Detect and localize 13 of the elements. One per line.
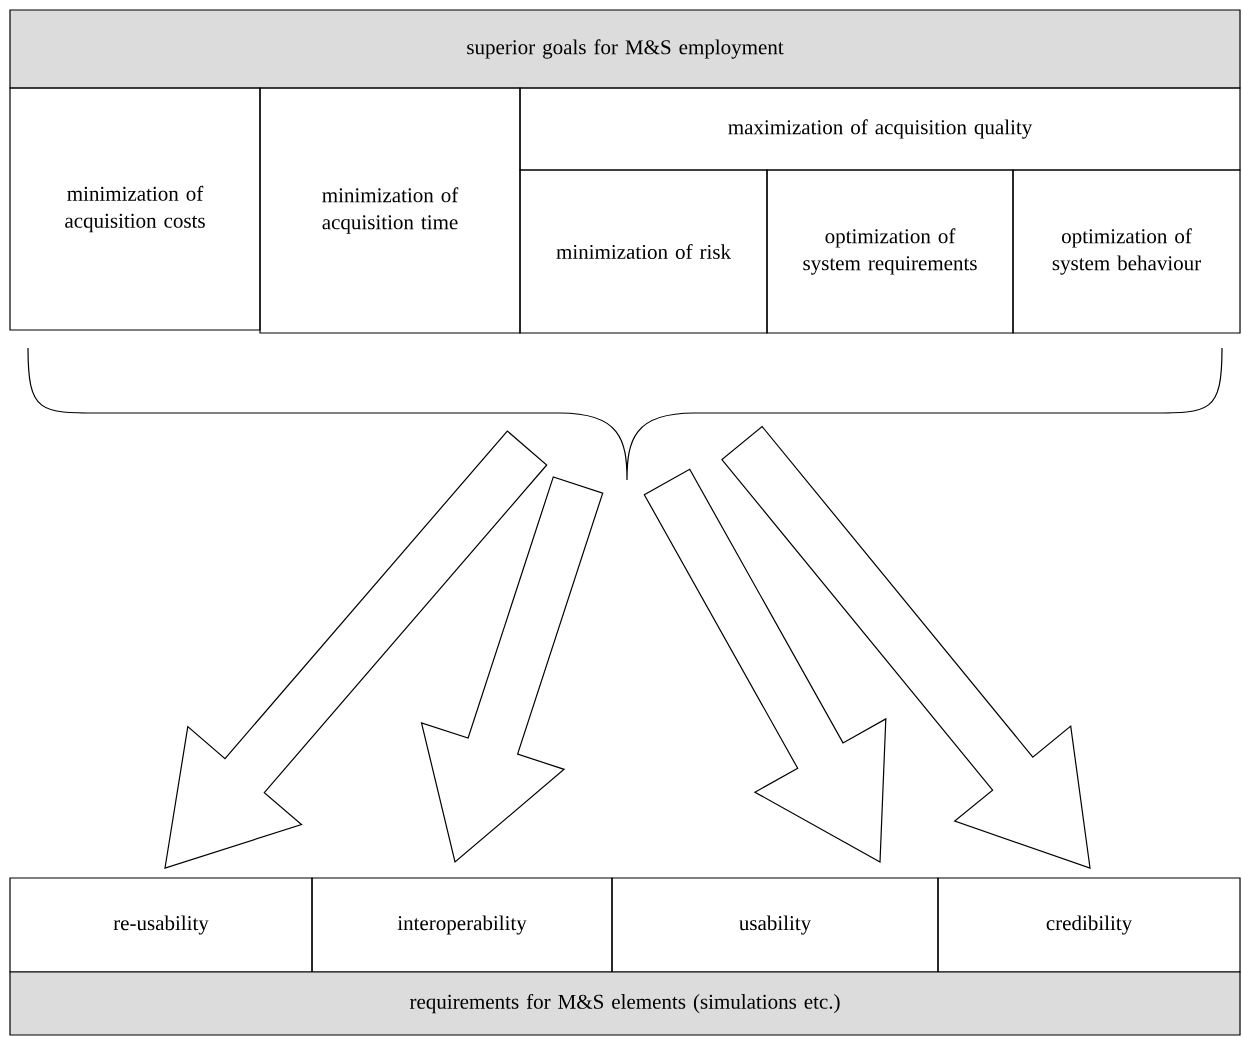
- goal-box: minimization of risk: [519, 169, 768, 334]
- footer-band: requirements for M&S elements (simulations etc.): [9, 971, 1241, 1036]
- heading-band: superior goals for M&S employment: [9, 9, 1241, 89]
- block-arrow: [643, 468, 887, 863]
- block-arrow: [420, 476, 604, 864]
- goal-box: maximization of acquisition quality: [519, 87, 1241, 171]
- block-arrow: [721, 425, 1091, 869]
- goal-box: optimization of system requirements: [766, 169, 1014, 334]
- brace: [27, 347, 1223, 481]
- goal-box: minimization of acquisition costs: [9, 87, 261, 331]
- block-arrow: [164, 430, 548, 869]
- goal-box: minimization of acquisition time: [259, 87, 521, 334]
- goal-box: optimization of system behaviour: [1012, 169, 1241, 334]
